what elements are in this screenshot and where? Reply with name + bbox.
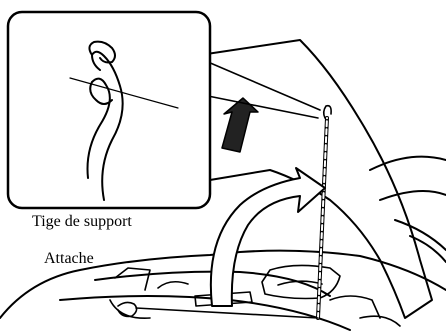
fender-outline [370,157,446,200]
front-edge [60,296,350,330]
engine-cover [262,265,340,298]
support-rod-label: Tige de support [32,213,132,231]
right-bay-parts [330,296,400,326]
windshield-right [395,220,446,262]
small-up-arrow [222,98,258,152]
support-rod [318,106,331,318]
clip-label: Attache [44,250,94,268]
detail-inset-frame [8,12,210,208]
callout-pointer [208,62,320,118]
